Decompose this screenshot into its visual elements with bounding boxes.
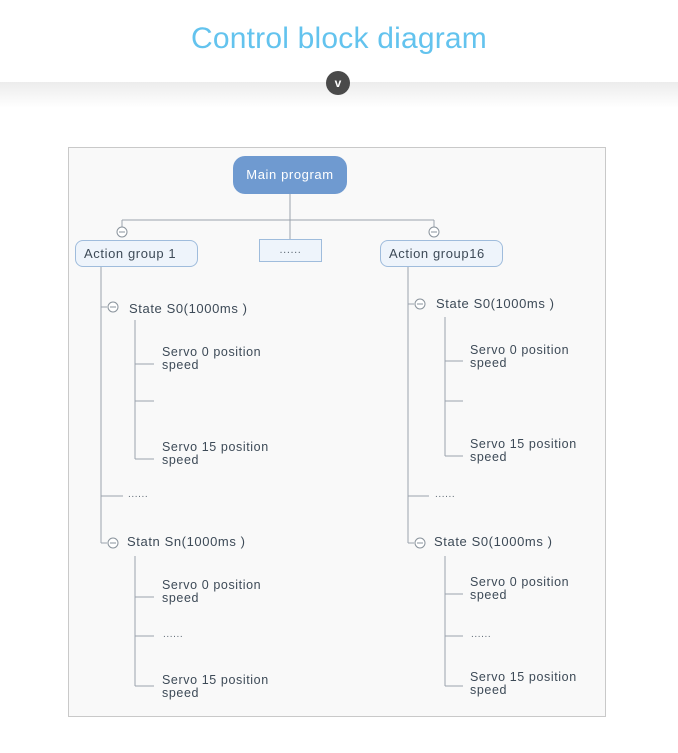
servo-label: Servo 15 position (470, 670, 577, 684)
speed-label: speed (162, 686, 200, 700)
circle-minus-icon[interactable] (107, 301, 119, 313)
action-group-16-node[interactable]: Action group16 (380, 240, 503, 267)
state-node[interactable]: Statn Sn(1000ms ) (127, 534, 246, 549)
chevron-down-icon[interactable]: v (326, 71, 350, 95)
servo-leaf: Servo 15 position speed (162, 674, 269, 700)
state-node[interactable]: State S0(1000ms ) (436, 296, 555, 311)
connector-lines (100, 194, 463, 687)
circle-minus-icon[interactable] (414, 537, 426, 549)
servo-label: Servo 0 position (470, 343, 570, 357)
ellipsis-label: ...... (435, 489, 456, 500)
ellipsis-label: ...... (471, 629, 492, 640)
ellipsis-label: ...... (128, 489, 149, 500)
servo-leaf: Servo 15 position speed (470, 671, 577, 697)
servo-label: Servo 15 position (162, 440, 269, 454)
servo-label: Servo 0 position (162, 345, 262, 359)
servo-leaf: Servo 0 position speed (162, 346, 261, 372)
ellipsis-label: ...... (163, 629, 184, 640)
speed-label: speed (162, 358, 200, 372)
speed-label: speed (470, 588, 508, 602)
servo-leaf: Servo 15 position speed (162, 441, 269, 467)
diagram-panel: Main program Action group 1 ...... Actio… (68, 147, 606, 717)
servo-leaf: Servo 0 position speed (470, 576, 569, 602)
servo-leaf: Servo 0 position speed (162, 579, 261, 605)
servo-leaf: Servo 0 position speed (470, 344, 569, 370)
circle-minus-icon[interactable] (414, 298, 426, 310)
servo-label: Servo 15 position (470, 437, 577, 451)
servo-label: Servo 0 position (162, 578, 262, 592)
speed-label: speed (470, 450, 508, 464)
speed-label: speed (162, 591, 200, 605)
servo-label: Servo 0 position (470, 575, 570, 589)
servo-label: Servo 15 position (162, 673, 269, 687)
speed-label: speed (162, 453, 200, 467)
state-node[interactable]: State S0(1000ms ) (129, 301, 248, 316)
servo-leaf: Servo 15 position speed (470, 438, 577, 464)
main-program-node[interactable]: Main program (233, 156, 347, 194)
speed-label: speed (470, 356, 508, 370)
action-group-1-node[interactable]: Action group 1 (75, 240, 198, 267)
page-title: Control block diagram (191, 22, 487, 55)
circle-minus-icon[interactable] (428, 226, 440, 238)
circle-minus-icon[interactable] (107, 537, 119, 549)
header: Control block diagram (0, 0, 678, 82)
speed-label: speed (470, 683, 508, 697)
circle-minus-icon[interactable] (116, 226, 128, 238)
state-node[interactable]: State S0(1000ms ) (434, 534, 553, 549)
ellipsis-group-node[interactable]: ...... (259, 239, 322, 262)
